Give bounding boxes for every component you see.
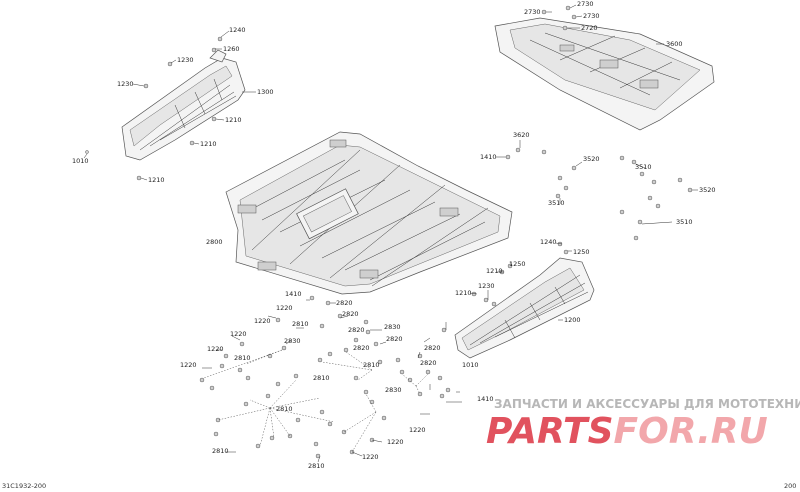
fastener-cluster-right [496,140,698,241]
callout: 1230 [478,282,495,290]
callout: 1010 [72,157,89,165]
callout: 1410 [480,153,497,161]
callout: 1210 [200,140,217,148]
callout: 2820 [348,326,365,334]
callout: 1410 [477,395,494,403]
callout: 3510 [676,218,693,226]
callout: 2800 [206,238,223,246]
rear-skid-panel-part [494,17,715,131]
callout: 2730 [577,0,594,8]
callout: 1300 [257,88,274,96]
callout: 2820 [386,335,403,343]
callout: 3520 [699,186,716,194]
callout: 2810 [212,447,229,455]
left-side-rail-part [121,49,246,161]
callout: 2810 [276,405,293,413]
callout: 2720 [581,24,598,32]
callout: 1220 [387,438,404,446]
callout: 1220 [362,453,379,461]
right-side-rail-part [454,257,595,359]
callout: 3520 [583,155,600,163]
page-ref: 200 [784,482,797,490]
callout: 1210 [225,116,242,124]
watermark-brand-right: FOR.RU [614,411,768,452]
watermark-brand-left: PARTS [486,411,614,452]
rail-hardware [85,36,223,181]
callout: 1260 [223,45,240,53]
callout: 2820 [353,344,370,352]
skid-hardware [541,4,664,45]
callout: 2730 [583,12,600,20]
callout: 2820 [342,310,359,318]
callout: 2830 [385,386,402,394]
fastener-leaders-bottom [202,299,462,463]
watermark-tagline: ЗАПЧАСТИ И АКСЕССУАРЫ ДЛЯ МОТОТЕХНИКИ [494,397,800,411]
callout: 2830 [284,337,301,345]
callout: 1010 [462,361,479,369]
callout: 1410 [285,290,302,298]
right-rail-hardware [441,241,572,333]
callout: 1220 [276,304,293,312]
callout: 1210 [455,289,472,297]
callout: 2810 [292,320,309,328]
watermark-brand: PARTSFOR.RU [486,411,768,452]
callout: 1200 [564,316,581,324]
callout: 1250 [573,248,590,256]
callout: 1220 [230,330,247,338]
watermark: ЗАПЧАСТИ И АКСЕССУАРЫ ДЛЯ МОТОТЕХНИКИ PA… [486,397,800,452]
callout: 2820 [420,359,437,367]
callout: 3510 [548,199,565,207]
floor-pan-part [225,131,513,295]
callout: 1220 [180,361,197,369]
callout: 1250 [509,260,526,268]
diagram-code: 31C1932-200 [2,482,47,490]
callout: 3620 [513,131,530,139]
callout: 1240 [540,238,557,246]
callout: 2810 [308,462,325,470]
callout: 1220 [207,345,224,353]
callout: 3510 [635,163,652,171]
callout: 1210 [486,267,503,275]
callout: 2830 [384,323,401,331]
rail-leaders [83,30,256,181]
callout: 1210 [148,176,165,184]
callout: 2730 [524,8,541,16]
callout: 2820 [424,344,441,352]
callout: 2810 [313,374,330,382]
callout: 2810 [234,354,251,362]
callout: 1220 [254,317,271,325]
callout: 1230 [117,80,134,88]
callout: 3600 [666,40,683,48]
callout-labels: 1240 1260 1230 1230 1300 1210 1210 1010 … [72,0,716,470]
callout: 2820 [336,299,353,307]
callout: 2810 [363,361,380,369]
fastener-field-bottom [199,295,451,459]
callout: 1230 [177,56,194,64]
callout: 1220 [409,426,426,434]
callout: 1240 [229,26,246,34]
